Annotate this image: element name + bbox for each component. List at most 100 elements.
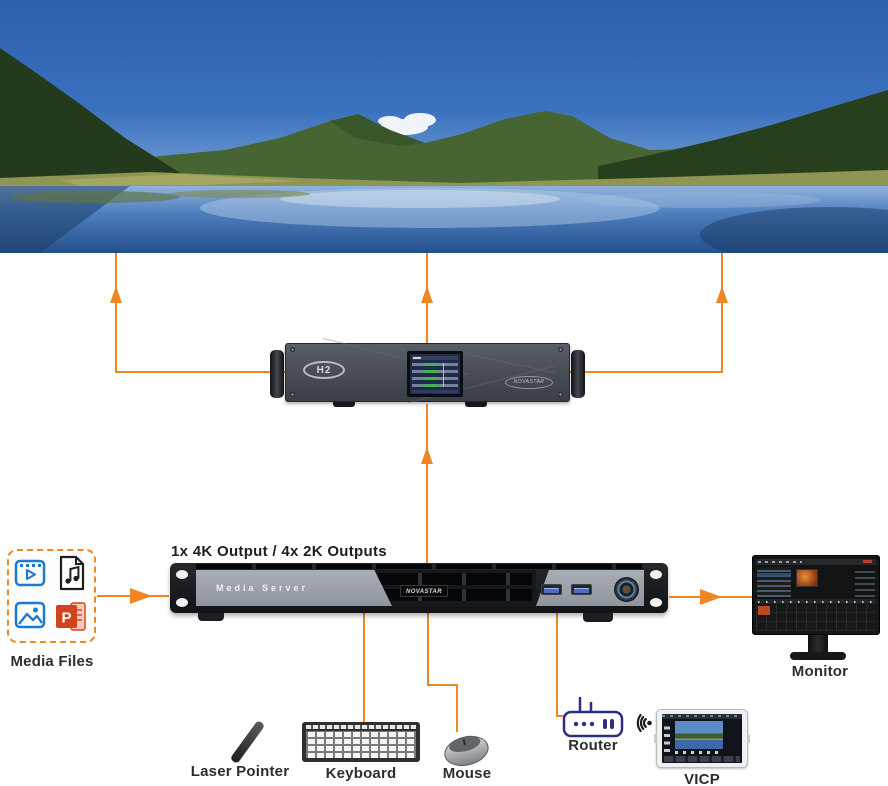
server-top-vents: [196, 564, 642, 569]
vicp-button-row: [675, 751, 723, 754]
usb-port-icon: [571, 584, 592, 595]
connector-server-to-router-v: [556, 613, 558, 717]
led-wall-image: [0, 0, 888, 253]
vicp-screen: [662, 714, 742, 763]
h2-lcd-green-bars: [424, 363, 438, 387]
connector-wall-left-horizontal: [115, 371, 285, 373]
vicp-sidebar: [664, 722, 670, 752]
server-left-panel: [196, 570, 392, 606]
h2-logo: H2: [303, 361, 345, 379]
image-file-icon: [14, 601, 46, 629]
arrowhead-monitor: [700, 589, 722, 605]
wifi-signal-icon: [636, 713, 652, 733]
mountain-shadow: [330, 114, 425, 146]
connector-server-to-mouse-v2: [456, 684, 458, 732]
h2-brand-badge: NOVASTAR: [505, 376, 553, 389]
keyboard-label: Keyboard: [325, 765, 397, 782]
monitor-stand-base: [790, 652, 846, 660]
h2-lcd-bottombar: [412, 390, 458, 393]
rack-ear-hole: [176, 598, 188, 607]
vicp-label: VICP: [684, 771, 720, 786]
grass-reflection: [10, 191, 180, 203]
rack-ear-hole: [176, 570, 188, 579]
monitor-ui-left-panel: [757, 567, 791, 597]
tablet-side-button: [654, 734, 657, 743]
vicp-toolbar: [662, 714, 742, 719]
monitor-ui-thumbnail: [796, 569, 818, 587]
connector-server-to-mouse-h: [427, 684, 458, 686]
keyboard-keys: [306, 731, 416, 758]
keyboard: [302, 722, 420, 762]
mouse: [444, 735, 489, 767]
water-sheen: [580, 192, 820, 208]
screw-icon: [290, 392, 295, 397]
monitor-label: Monitor: [791, 663, 849, 680]
monitor-screen-ui: [756, 559, 876, 631]
shoreline: [0, 170, 888, 190]
connector-server-to-router-h: [556, 715, 568, 717]
device-foot: [583, 613, 613, 622]
left-forest-hill: [0, 48, 185, 186]
screw-icon: [290, 347, 295, 352]
rack-ear-hole: [650, 570, 662, 579]
h2-left-handle: [270, 350, 284, 398]
h2-lcd-divider: [443, 363, 444, 387]
monitor-ui-toolbar-dots: [758, 600, 874, 603]
monitor-ui-right-panel: [855, 567, 875, 597]
monitor-ui-clip-marker: [758, 606, 770, 615]
record-badge: [863, 560, 872, 563]
mouse-label: Mouse: [442, 765, 492, 782]
grass-reflection-2: [170, 190, 310, 198]
connector-server-to-h2: [426, 404, 428, 563]
server-brand-badge: NOVASTAR: [400, 585, 448, 597]
device-foot: [198, 613, 224, 621]
arrowhead-wall-center: [421, 286, 433, 303]
rack-ear-hole: [650, 598, 662, 607]
vicp-timeline: [664, 756, 740, 762]
powerpoint-file-icon: P: [56, 602, 86, 631]
video-file-icon: [14, 559, 46, 587]
laser-pointer: [229, 719, 266, 765]
keyboard-function-row: [306, 725, 416, 729]
monitor-ui-menu-dashes: [758, 561, 802, 563]
h2-lcd-titlebar: [412, 356, 458, 360]
laser-pointer-label: Laser Pointer: [190, 763, 290, 780]
ppt-letter: P: [61, 610, 71, 627]
vent-slot-row: [378, 573, 532, 585]
monitor-stand-neck: [808, 635, 828, 653]
h2-right-handle: [571, 350, 585, 398]
screw-icon: [558, 392, 563, 397]
wetland: [60, 174, 300, 186]
power-button[interactable]: [614, 577, 639, 602]
monitor-ui-selected-row: [757, 573, 791, 577]
device-foot: [465, 402, 487, 407]
router-icon: [562, 696, 624, 738]
router-label: Router: [568, 737, 618, 754]
connector-wall-right-vertical: [721, 253, 723, 373]
usb-port-icon: [541, 584, 562, 595]
connector-server-to-keyboard: [363, 613, 365, 723]
arrowhead-wall-left: [110, 286, 122, 303]
arrowhead-mediafiles: [130, 588, 152, 604]
connector-wall-left-vertical: [115, 253, 117, 373]
dark-water-right: [700, 207, 888, 253]
arrowhead-server-to-h2: [421, 447, 433, 464]
output-caption: 1x 4K Output / 4x 2K Outputs: [171, 543, 387, 560]
arrowhead-wall-right: [716, 286, 728, 303]
media-files-label: Media Files: [10, 653, 94, 670]
monitor: [752, 555, 880, 635]
monitor-ui-topbar: [756, 559, 876, 565]
audio-file-icon: [59, 555, 85, 591]
monitor-ui-timeline-grid: [756, 605, 876, 631]
media-server-label: Media Server: [216, 583, 309, 593]
h2-lcd-title-dash: [413, 357, 421, 359]
device-foot: [333, 402, 355, 407]
connector-server-to-mouse-v1: [427, 613, 429, 685]
connector-wall-right-horizontal: [570, 371, 723, 373]
water-highlight: [280, 190, 560, 208]
vicp-preview-image: [675, 721, 723, 749]
vicp-tablet: [654, 709, 750, 768]
tablet-side-button: [747, 734, 750, 743]
panel-seam: [456, 351, 556, 374]
